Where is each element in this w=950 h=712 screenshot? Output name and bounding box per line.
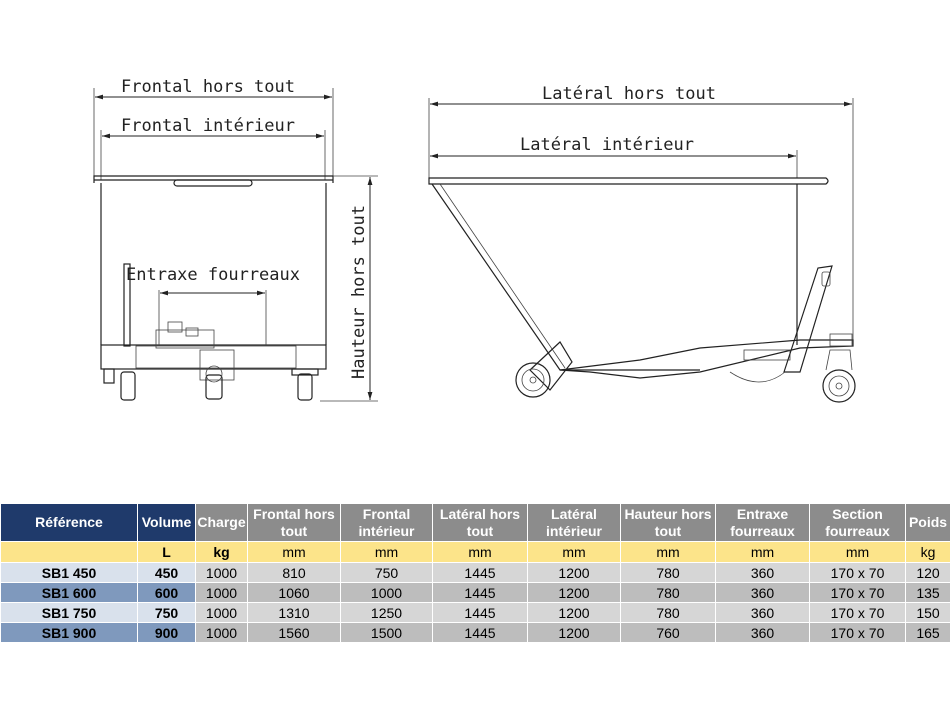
volume-cell: 600	[137, 582, 196, 603]
header-section-fourreaux: Section fourreaux	[809, 503, 906, 542]
header-volume: Volume	[137, 503, 196, 542]
table-row: SB1 750 750 1000 1310 1250 1445 1200 780…	[0, 602, 950, 623]
reference-cell: SB1 600	[0, 582, 138, 603]
frontal-interieur-label: Frontal intérieur	[121, 116, 295, 136]
specification-table: Référence Volume Charge Frontal hors tou…	[0, 503, 950, 643]
unit-cell: mm	[340, 541, 433, 563]
table-cell: 360	[715, 582, 810, 603]
table-cell: 360	[715, 602, 810, 623]
header-frontal-hors-tout: Frontal hors tout	[247, 503, 341, 542]
unit-cell: mm	[715, 541, 810, 563]
unit-cell: kg	[195, 541, 248, 563]
unit-cell: mm	[432, 541, 528, 563]
table-cell: 810	[247, 562, 341, 583]
header-lateral-hors-tout: Latéral hors tout	[432, 503, 528, 542]
technical-drawing: Frontal hors tout Frontal intérieur Ent	[93, 77, 856, 403]
volume-cell: 750	[137, 602, 196, 623]
table-cell: 780	[620, 602, 716, 623]
lateral-hors-tout-label: Latéral hors tout	[542, 84, 716, 104]
header-reference: Référence	[0, 503, 138, 542]
table-cell: 1000	[195, 602, 248, 623]
table-cell: 170 x 70	[809, 562, 906, 583]
table-cell: 1445	[432, 562, 528, 583]
table-cell: 360	[715, 562, 810, 583]
table-cell: 1445	[432, 602, 528, 623]
table-cell: 165	[905, 622, 950, 643]
table-cell: 760	[620, 622, 716, 643]
table-cell: 780	[620, 562, 716, 583]
header-lateral-interieur: Latéral intérieur	[527, 503, 621, 542]
front-view: Frontal hors tout Frontal intérieur Ent	[93, 77, 378, 402]
header-charge: Charge	[195, 503, 248, 542]
header-row: Référence Volume Charge Frontal hors tou…	[0, 503, 950, 542]
header-frontal-interieur: Frontal intérieur	[340, 503, 433, 542]
reference-cell: SB1 750	[0, 602, 138, 623]
table-cell: 360	[715, 622, 810, 643]
frontal-hors-tout-label: Frontal hors tout	[121, 77, 295, 97]
table-cell: 170 x 70	[809, 582, 906, 603]
unit-cell: mm	[527, 541, 621, 563]
table-cell: 150	[905, 602, 950, 623]
table-cell: 1445	[432, 582, 528, 603]
table-cell: 1200	[527, 562, 621, 583]
volume-cell: 900	[137, 622, 196, 643]
units-row: L kg mm mm mm mm mm mm mm kg	[0, 541, 950, 563]
table-cell: 780	[620, 582, 716, 603]
header-poids: Poids	[905, 503, 950, 542]
unit-cell: L	[137, 541, 196, 563]
header-hauteur-hors-tout: Hauteur hors tout	[620, 503, 716, 542]
table-cell: 1000	[195, 562, 248, 583]
reference-cell: SB1 900	[0, 622, 138, 643]
unit-cell	[0, 541, 138, 563]
unit-cell: kg	[905, 541, 950, 563]
table-cell: 170 x 70	[809, 622, 906, 643]
table-row: SB1 450 450 1000 810 750 1445 1200 780 3…	[0, 562, 950, 583]
table-cell: 1000	[195, 622, 248, 643]
table-cell: 120	[905, 562, 950, 583]
entraxe-fourreaux-label: Entraxe fourreaux	[126, 265, 300, 285]
table-cell: 170 x 70	[809, 602, 906, 623]
unit-cell: mm	[620, 541, 716, 563]
table-cell: 1060	[247, 582, 341, 603]
reference-cell: SB1 450	[0, 562, 138, 583]
lateral-interieur-label: Latéral intérieur	[520, 135, 694, 155]
table-cell: 1560	[247, 622, 341, 643]
table-row: SB1 900 900 1000 1560 1500 1445 1200 760…	[0, 622, 950, 643]
table-cell: 1000	[340, 582, 433, 603]
unit-cell: mm	[809, 541, 906, 563]
header-entraxe-fourreaux: Entraxe fourreaux	[715, 503, 810, 542]
unit-cell: mm	[247, 541, 341, 563]
table-row: SB1 600 600 1000 1060 1000 1445 1200 780…	[0, 582, 950, 603]
table-cell: 1000	[195, 582, 248, 603]
table-cell: 1445	[432, 622, 528, 643]
volume-cell: 450	[137, 562, 196, 583]
side-view: Latéral hors tout Latéral intérieur	[428, 84, 856, 403]
table-cell: 1200	[527, 582, 621, 603]
table-cell: 135	[905, 582, 950, 603]
table-cell: 1200	[527, 602, 621, 623]
table-cell: 1250	[340, 602, 433, 623]
hauteur-hors-tout-label: Hauteur hors tout	[349, 205, 369, 379]
table-cell: 750	[340, 562, 433, 583]
table-cell: 1200	[527, 622, 621, 643]
table-cell: 1500	[340, 622, 433, 643]
table-cell: 1310	[247, 602, 341, 623]
